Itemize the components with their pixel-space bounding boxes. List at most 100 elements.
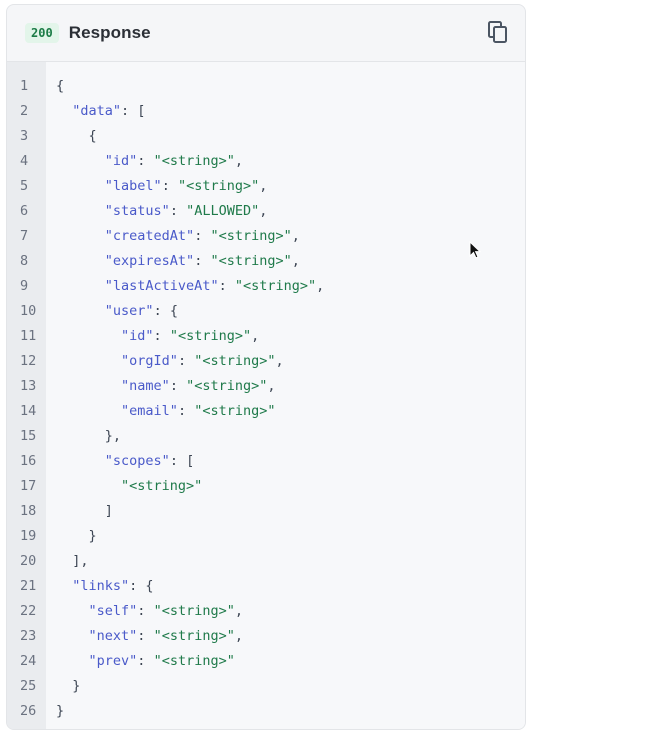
line-number: 10 [20,303,37,319]
json-key: "id" [121,328,154,344]
json-punctuation: , [259,178,268,194]
json-string: "<string>" [194,353,276,369]
line-number: 2 [20,103,29,119]
line-number: 7 [20,228,29,244]
json-key: "self" [88,603,138,619]
code-line: "name": "<string>", [56,374,525,399]
line-number: 19 [20,528,37,544]
json-punctuation: , [267,378,276,394]
line-number: 4 [20,153,29,169]
line-number: 1 [20,78,29,94]
json-string: "<string>" [153,153,235,169]
json-punctuation: , [234,153,243,169]
code-line: "self": "<string>", [56,599,525,624]
line-number: 18 [20,503,37,519]
line-number: 21 [20,578,37,594]
line-number: 9 [20,278,29,294]
line-number: 13 [20,378,37,394]
line-number: 6 [20,203,29,219]
json-punctuation: , [316,278,325,294]
code-line: } [56,524,525,549]
json-punctuation: } [88,528,97,544]
json-punctuation: : [177,353,195,369]
json-string: "<string>" [153,603,235,619]
json-string: "<string>" [121,478,203,494]
json-punctuation: , [251,328,260,344]
code-line: { [56,74,525,99]
code-line: { [56,124,525,149]
code-content[interactable]: { "data": [ { "id": "<string>", "label":… [46,62,525,729]
json-key: "user" [104,303,154,319]
json-punctuation: , [234,603,243,619]
json-key: "expiresAt" [104,253,195,269]
json-punctuation: ], [72,553,89,569]
code-line: "<string>" [56,474,525,499]
json-key: "label" [104,178,162,194]
line-number: 17 [20,478,37,494]
line-number: 24 [20,653,37,669]
code-line: "id": "<string>", [56,149,525,174]
json-key: "id" [104,153,138,169]
json-key: "prev" [88,653,138,669]
json-punctuation: : [137,628,154,644]
line-number: 15 [20,428,37,444]
copy-button[interactable] [485,19,511,45]
code-line: "id": "<string>", [56,324,525,349]
json-punctuation: }, [104,428,122,444]
code-line: } [56,674,525,699]
code-line: "lastActiveAt": "<string>", [56,274,525,299]
json-string: "<string>" [234,278,317,294]
json-punctuation: : [153,328,170,344]
json-punctuation: : [169,378,187,394]
json-key: "orgId" [121,353,178,369]
json-string: "<string>" [169,328,252,344]
json-punctuation: , [259,203,268,219]
status-badge: 200 [25,23,59,43]
json-string: "<string>" [194,403,276,419]
json-key: "links" [72,578,130,594]
json-punctuation: , [291,228,300,244]
code-line: "links": { [56,574,525,599]
json-key: "lastActiveAt" [104,278,219,294]
json-punctuation: : { [153,303,178,319]
line-number: 5 [20,178,29,194]
code-line: "scopes": [ [56,449,525,474]
json-punctuation: : [137,653,154,669]
json-punctuation: : [ [121,103,146,119]
json-punctuation: : [177,403,195,419]
json-key: "data" [72,103,122,119]
json-key: "name" [121,378,170,394]
code-line: "orgId": "<string>", [56,349,525,374]
json-punctuation: : [161,178,178,194]
json-string: "ALLOWED" [186,203,260,219]
json-punctuation: { [88,128,97,144]
line-number: 11 [20,328,37,344]
json-punctuation: , [234,628,243,644]
json-punctuation: } [56,703,65,719]
mouse-cursor-icon [469,241,481,259]
line-number: 3 [20,128,29,144]
json-punctuation: : [194,253,211,269]
code-line: "label": "<string>", [56,174,525,199]
code-line: ] [56,499,525,524]
json-punctuation: : [137,603,154,619]
code-line: "user": { [56,299,525,324]
json-string: "<string>" [153,653,235,669]
code-line: "email": "<string>" [56,399,525,424]
code-line: "data": [ [56,99,525,124]
json-punctuation: : [169,203,187,219]
code-line: } [56,699,525,724]
json-punctuation: } [72,678,81,694]
code-line: }, [56,424,525,449]
json-punctuation: : [218,278,235,294]
line-number: 20 [20,553,37,569]
line-number: 12 [20,353,37,369]
json-punctuation: , [291,253,300,269]
json-punctuation: : [137,153,154,169]
json-string: "<string>" [177,178,260,194]
line-number: 25 [20,678,37,694]
panel-title: Response [68,23,151,42]
